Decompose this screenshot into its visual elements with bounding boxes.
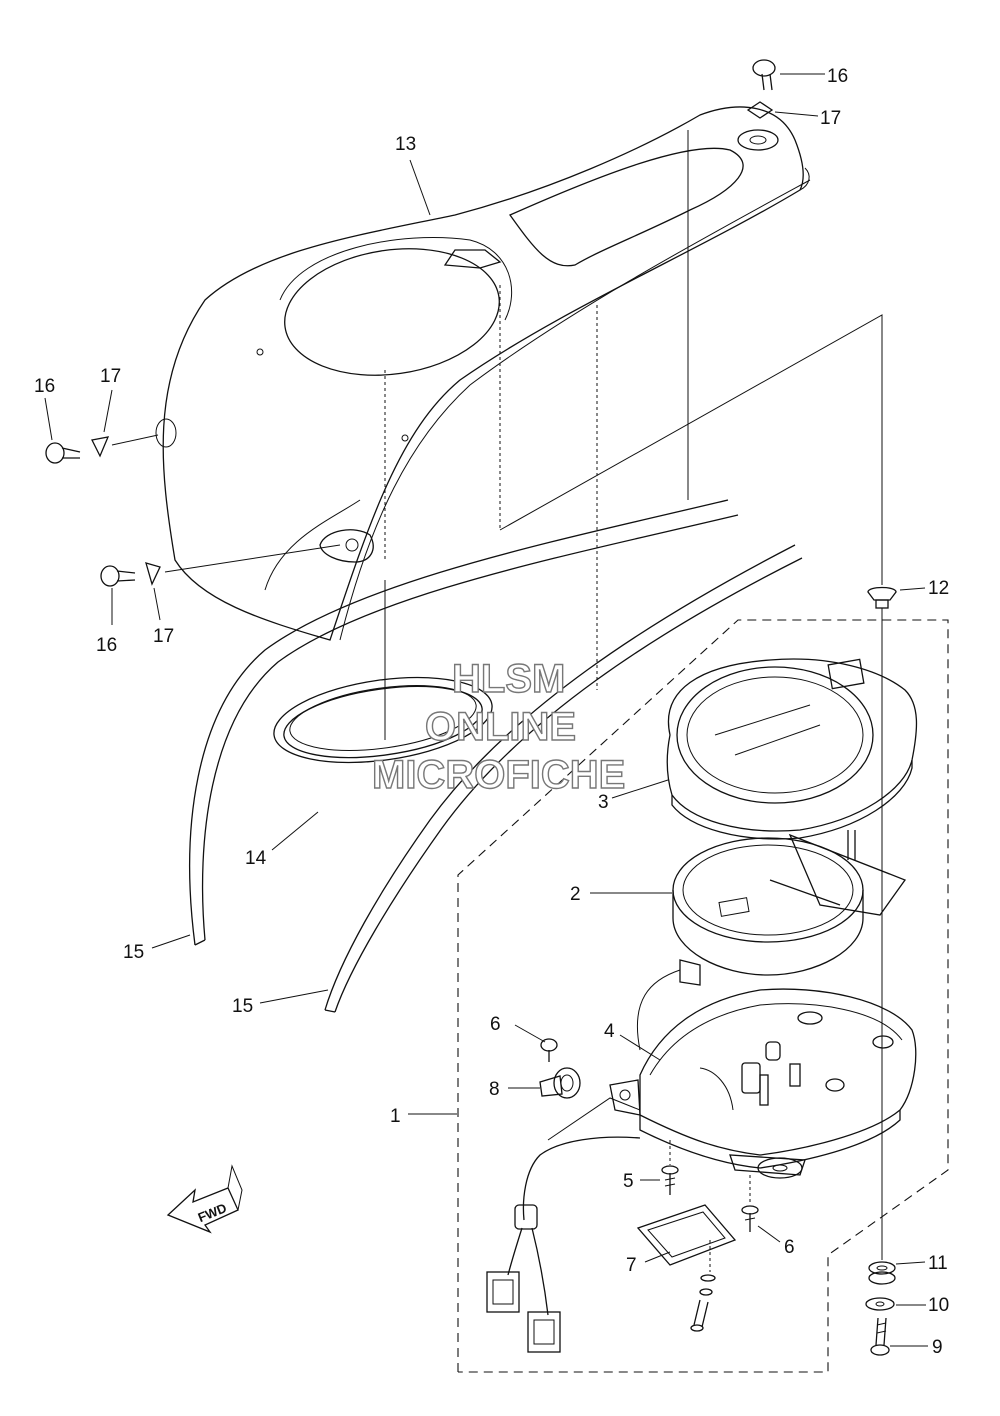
callout-17-left-upper: 17 [100, 366, 121, 387]
callout-10: 10 [928, 1295, 949, 1316]
bolt-16-top [752, 59, 776, 91]
bolt-9 [870, 1317, 890, 1356]
bolt-16-left-lower [100, 565, 136, 587]
forward-direction-arrow: FWD [166, 1164, 243, 1234]
callout-12: 12 [928, 578, 949, 599]
meter-lower-case [609, 988, 917, 1179]
collar-12 [867, 586, 897, 609]
callout-4: 4 [604, 1021, 615, 1042]
callout-6-lower: 6 [784, 1237, 795, 1258]
wire-harness [486, 1136, 641, 1353]
callout-5: 5 [623, 1171, 634, 1192]
callout-14: 14 [245, 848, 267, 869]
washer-17-left-upper [91, 436, 110, 458]
washer-10 [865, 1297, 895, 1311]
callout-9: 9 [932, 1337, 943, 1358]
callout-3: 3 [598, 792, 609, 813]
watermark: HLSM ONLINE MICROFICHE [371, 656, 626, 797]
callout-11: 11 [928, 1253, 948, 1274]
trim-strip-long [189, 499, 739, 946]
callout-6-upper: 6 [490, 1014, 501, 1035]
washer-17-top [746, 101, 774, 119]
callout-16-top: 16 [827, 66, 848, 87]
callout-16-left-lower: 16 [96, 635, 117, 656]
wire-clamp [539, 1067, 581, 1099]
callout-16-left-upper: 16 [34, 376, 55, 397]
callout-15-right: 15 [232, 996, 253, 1017]
meter-cover [155, 106, 811, 641]
meter-gauge-unit [636, 830, 907, 1051]
callout-15-left: 15 [123, 942, 144, 963]
callout-labels: 16 17 13 16 17 16 17 12 3 2 14 15 15 6 4… [34, 66, 949, 1358]
callout-13: 13 [395, 134, 416, 155]
bolt-16-left-upper [45, 442, 81, 464]
meter-top-case [666, 658, 918, 840]
watermark-line-1: HLSM [452, 657, 565, 701]
callout-7: 7 [626, 1255, 637, 1276]
watermark-line-3: MICROFICHE [372, 753, 625, 797]
callout-1: 1 [390, 1106, 401, 1127]
callout-17-left-lower: 17 [153, 626, 174, 647]
callout-2: 2 [570, 884, 581, 905]
callout-17-top: 17 [820, 108, 841, 129]
trim-strip-short [324, 544, 803, 1013]
screw-5 [661, 1140, 679, 1195]
mounting-plate [636, 1204, 737, 1266]
screw-6-upper [540, 1038, 558, 1062]
leader-lines [44, 73, 928, 1347]
washer-17-left-lower [145, 562, 161, 586]
callout-8: 8 [489, 1079, 500, 1100]
screw-6-lower [741, 1175, 759, 1232]
damper-11 [868, 1261, 896, 1285]
bottom-bolt-set [690, 1240, 716, 1332]
watermark-line-2: ONLINE [425, 705, 576, 749]
lens-gasket-ring [273, 676, 493, 764]
